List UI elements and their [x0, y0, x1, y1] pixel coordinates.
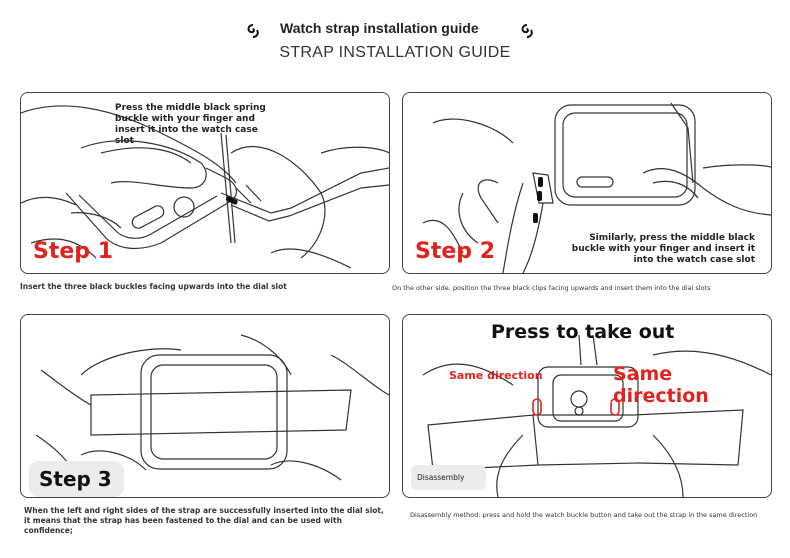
step-2-label: Step 2 — [415, 239, 495, 264]
step-2-illustration — [422, 102, 771, 273]
swirl-icon — [247, 24, 259, 38]
disassembly-caption: Disassembly method: press and hold the w… — [410, 511, 758, 519]
step-1-illustration — [21, 105, 389, 269]
step-3-panel: Step 3 — [20, 314, 390, 498]
step-1-panel: Press the middle black spring buckle wit… — [20, 92, 390, 274]
step-1-label: Step 1 — [33, 239, 113, 264]
same-direction-left-label: Same direction — [449, 369, 543, 382]
disassembly-badge: Disassembly — [411, 465, 487, 490]
header: Watch strap installation guide — [0, 18, 790, 44]
swirl-icon — [521, 24, 533, 38]
step-2-panel: Similarly, press the middle black buckle… — [402, 92, 772, 274]
page-subtitle: STRAP INSTALLATION GUIDE — [279, 44, 511, 61]
disassembly-panel: Press to take out Same direction Same di… — [402, 314, 772, 498]
step-1-caption: Insert the three black buckles facing up… — [20, 282, 287, 291]
step-3-illustration — [35, 334, 389, 481]
disassembly-illustration — [422, 334, 771, 497]
step-3-caption: When the left and right sides of the str… — [24, 506, 384, 535]
step-1-note: Press the middle black spring buckle wit… — [115, 103, 266, 146]
same-direction-right-label: Same direction — [613, 363, 709, 407]
step-3-label: Step 3 — [29, 461, 124, 497]
page-title: Watch strap installation guide — [280, 20, 479, 36]
press-to-take-out-label: Press to take out — [491, 321, 675, 343]
step-2-caption: On the other side, position the three bl… — [392, 284, 711, 292]
step-2-note: Similarly, press the middle black buckle… — [571, 233, 755, 265]
